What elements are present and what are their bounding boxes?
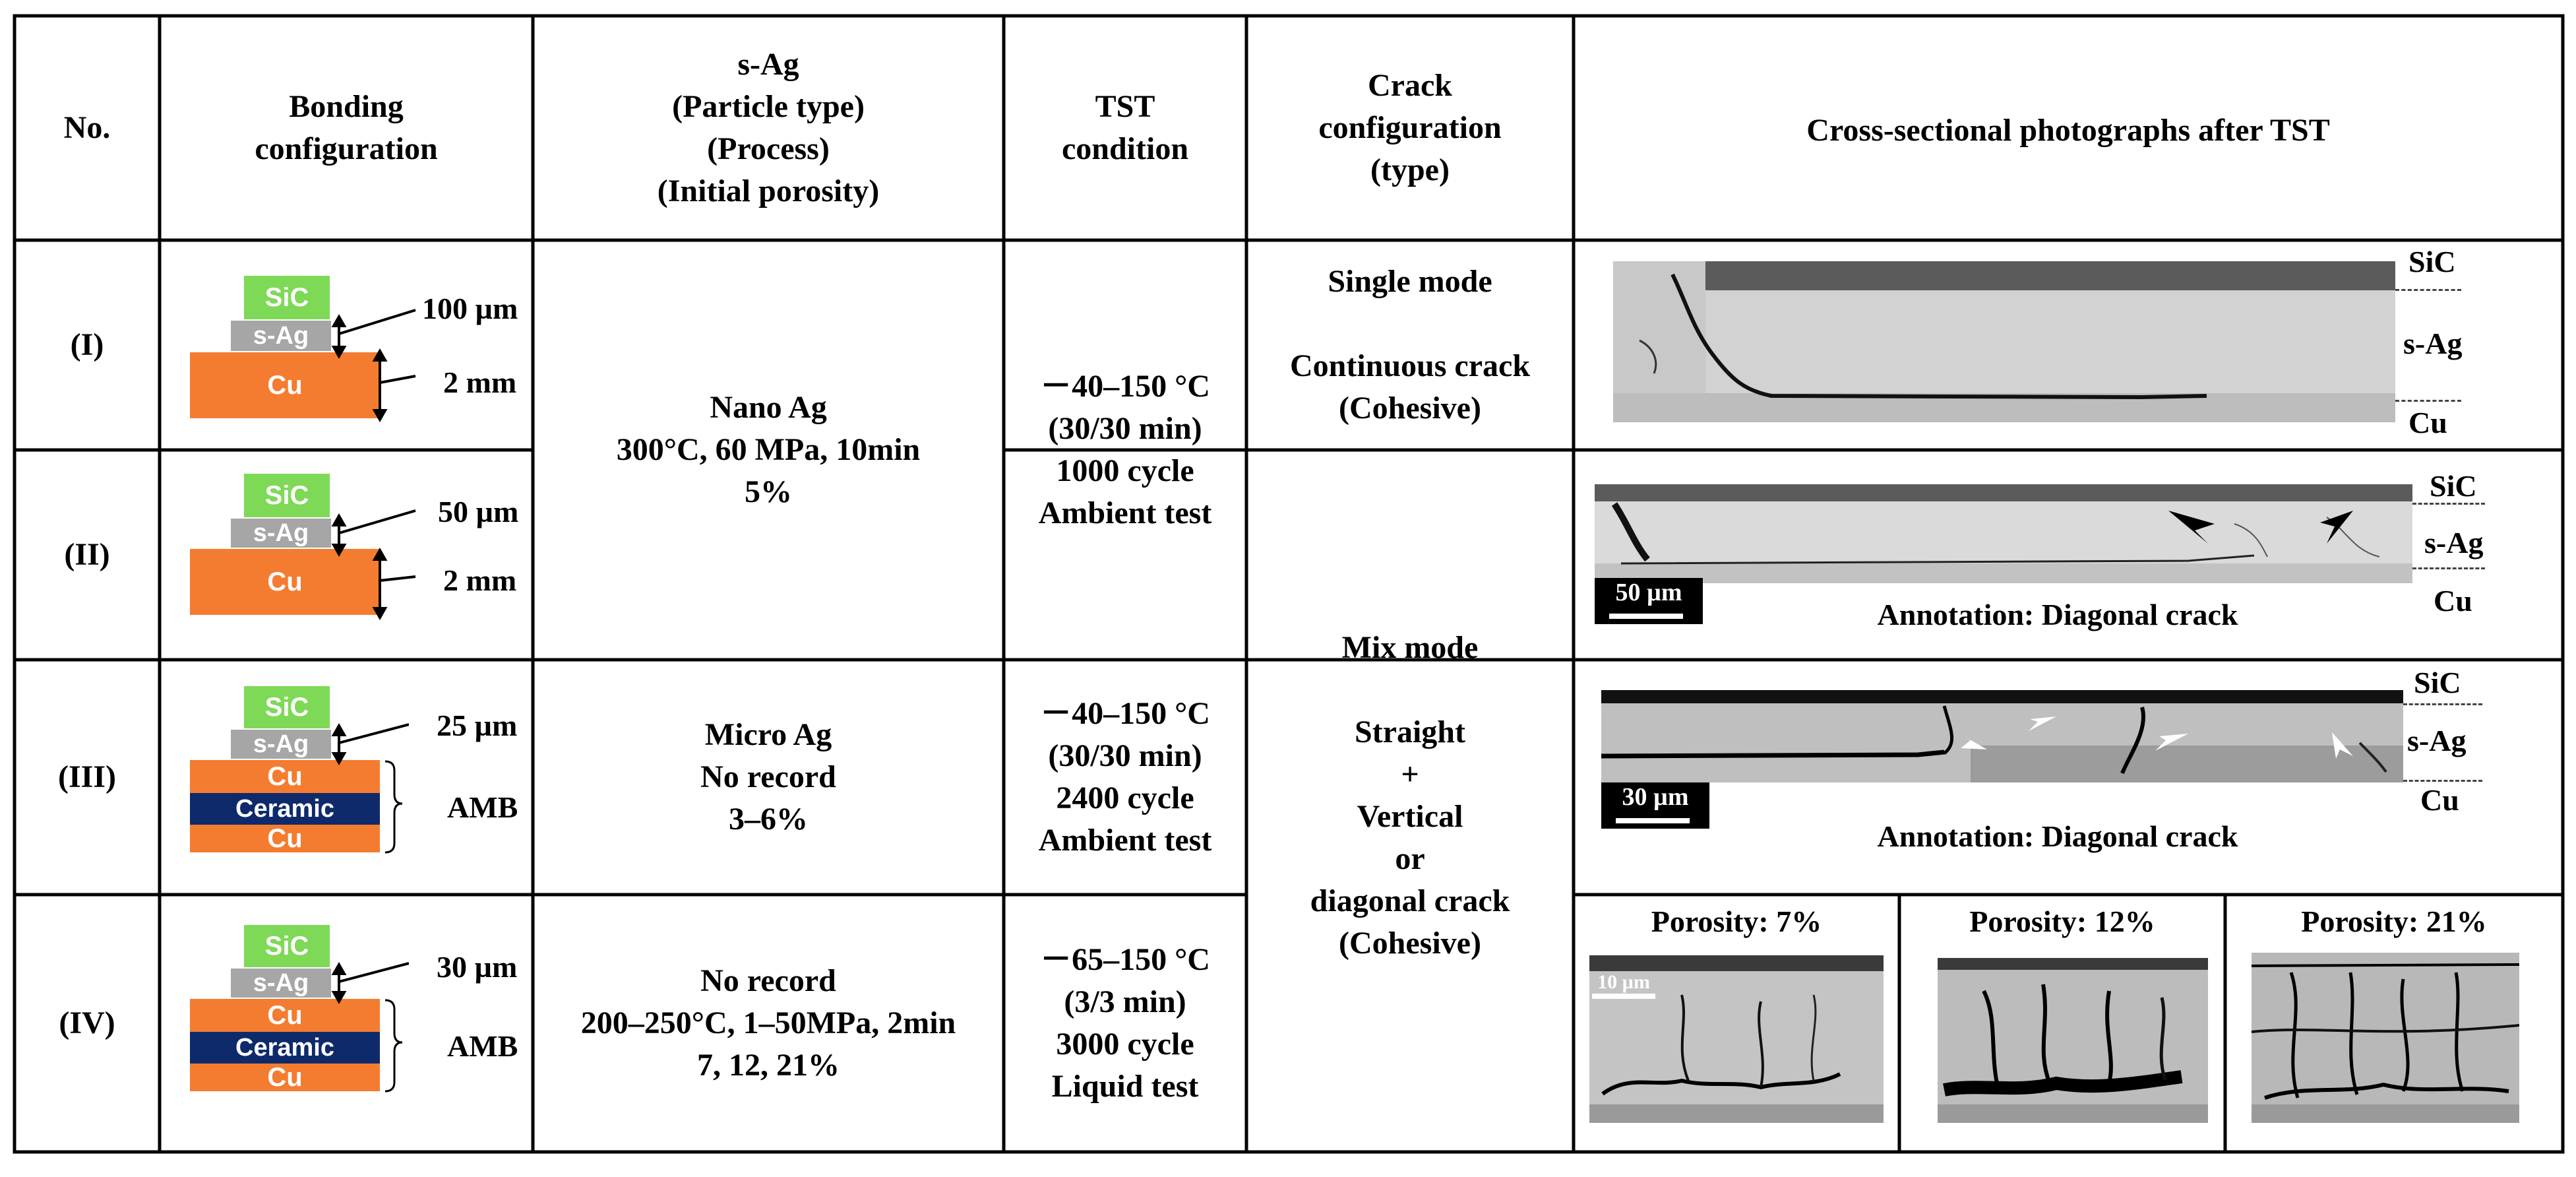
sem-image-porosity-12: [1938, 958, 2208, 1123]
row-no-3: (III): [57, 759, 116, 794]
thickness-label: 50 µm: [438, 495, 519, 528]
dimension-arrows-icon: [331, 961, 409, 1093]
label-sic: SiC: [2414, 666, 2461, 699]
dimension-arrows-icon: [331, 722, 409, 854]
porosity-label-12: Porosity: 12%: [1969, 905, 2155, 938]
label-sag: s-Ag: [2424, 526, 2484, 559]
interface-line: [2403, 780, 2482, 782]
cu-thickness-label: 2 mm: [443, 563, 517, 597]
layer-sic: SiC: [244, 276, 330, 319]
thickness-label: 100 µm: [422, 292, 518, 325]
label-sic: SiC: [2430, 469, 2477, 503]
thickness-label: 25 µm: [437, 709, 518, 742]
sem-image-1: [1613, 261, 2395, 422]
porosity-label-21: Porosity: 21%: [2301, 905, 2487, 938]
layer-sic: SiC: [244, 474, 330, 517]
layer-cu: Cu: [190, 352, 380, 418]
layer-sag: s-Ag: [231, 321, 331, 351]
interface-line: [2412, 567, 2485, 569]
interface-line: [2412, 503, 2485, 505]
interface-line: [2395, 400, 2461, 402]
label-cu: Cu: [2420, 783, 2459, 817]
layer-cu-bottom: Cu: [190, 1063, 380, 1092]
substrate-label: AMB: [447, 790, 518, 824]
layer-sic: SiC: [244, 686, 330, 728]
label-cu: Cu: [2434, 584, 2472, 618]
dimension-arrows-icon: [331, 509, 416, 621]
dimension-arrows-icon: [331, 309, 416, 423]
header-sag: s-Ag(Particle type)(Process)(Initial por…: [657, 47, 880, 208]
layer-sag: s-Ag: [231, 519, 331, 548]
sem-image-3: [1601, 690, 2403, 782]
header-no: No.: [63, 110, 111, 145]
header-photos: Cross-sectional photographs after TST: [1806, 113, 2330, 148]
scale-bar-30um: 30 µm: [1601, 782, 1709, 829]
annotation-diagonal-crack: Annotation: Diagonal crack: [1877, 598, 2238, 631]
row-no-4: (IV): [59, 1005, 115, 1040]
row-no-2: (II): [64, 537, 110, 572]
layer-cu-top: Cu: [190, 760, 380, 793]
layer-cu-top: Cu: [190, 999, 380, 1032]
layer-sic: SiC: [244, 925, 330, 967]
annotation-diagonal-crack: Annotation: Diagonal crack: [1877, 819, 2238, 853]
sem-image-2: [1595, 484, 2412, 583]
layer-ceramic: Ceramic: [190, 1032, 380, 1064]
interface-line: [2395, 289, 2461, 291]
substrate-label: AMB: [447, 1029, 518, 1063]
label-cu: Cu: [2408, 406, 2447, 439]
layer-cu-bottom: Cu: [190, 824, 380, 853]
layer-ceramic: Ceramic: [190, 793, 380, 825]
layer-sag: s-Ag: [231, 969, 331, 998]
sem-image-porosity-7: [1589, 955, 1884, 1123]
porosity-label-7: Porosity: 7%: [1651, 905, 1822, 938]
label-sic: SiC: [2408, 245, 2456, 278]
label-sag: s-Ag: [2403, 327, 2463, 360]
row-no-1: (I): [70, 327, 104, 362]
layer-cu: Cu: [190, 549, 380, 615]
label-sag: s-Ag: [2407, 724, 2467, 757]
layer-sag: s-Ag: [231, 730, 331, 759]
scale-bar-10um: 10 µm: [1592, 972, 1655, 999]
sem-image-porosity-21: [2252, 953, 2519, 1123]
thickness-label: 30 µm: [437, 950, 518, 984]
cu-thickness-label: 2 mm: [443, 366, 517, 399]
interface-line: [2403, 703, 2482, 705]
scale-bar-50um: 50 µm: [1595, 578, 1703, 624]
